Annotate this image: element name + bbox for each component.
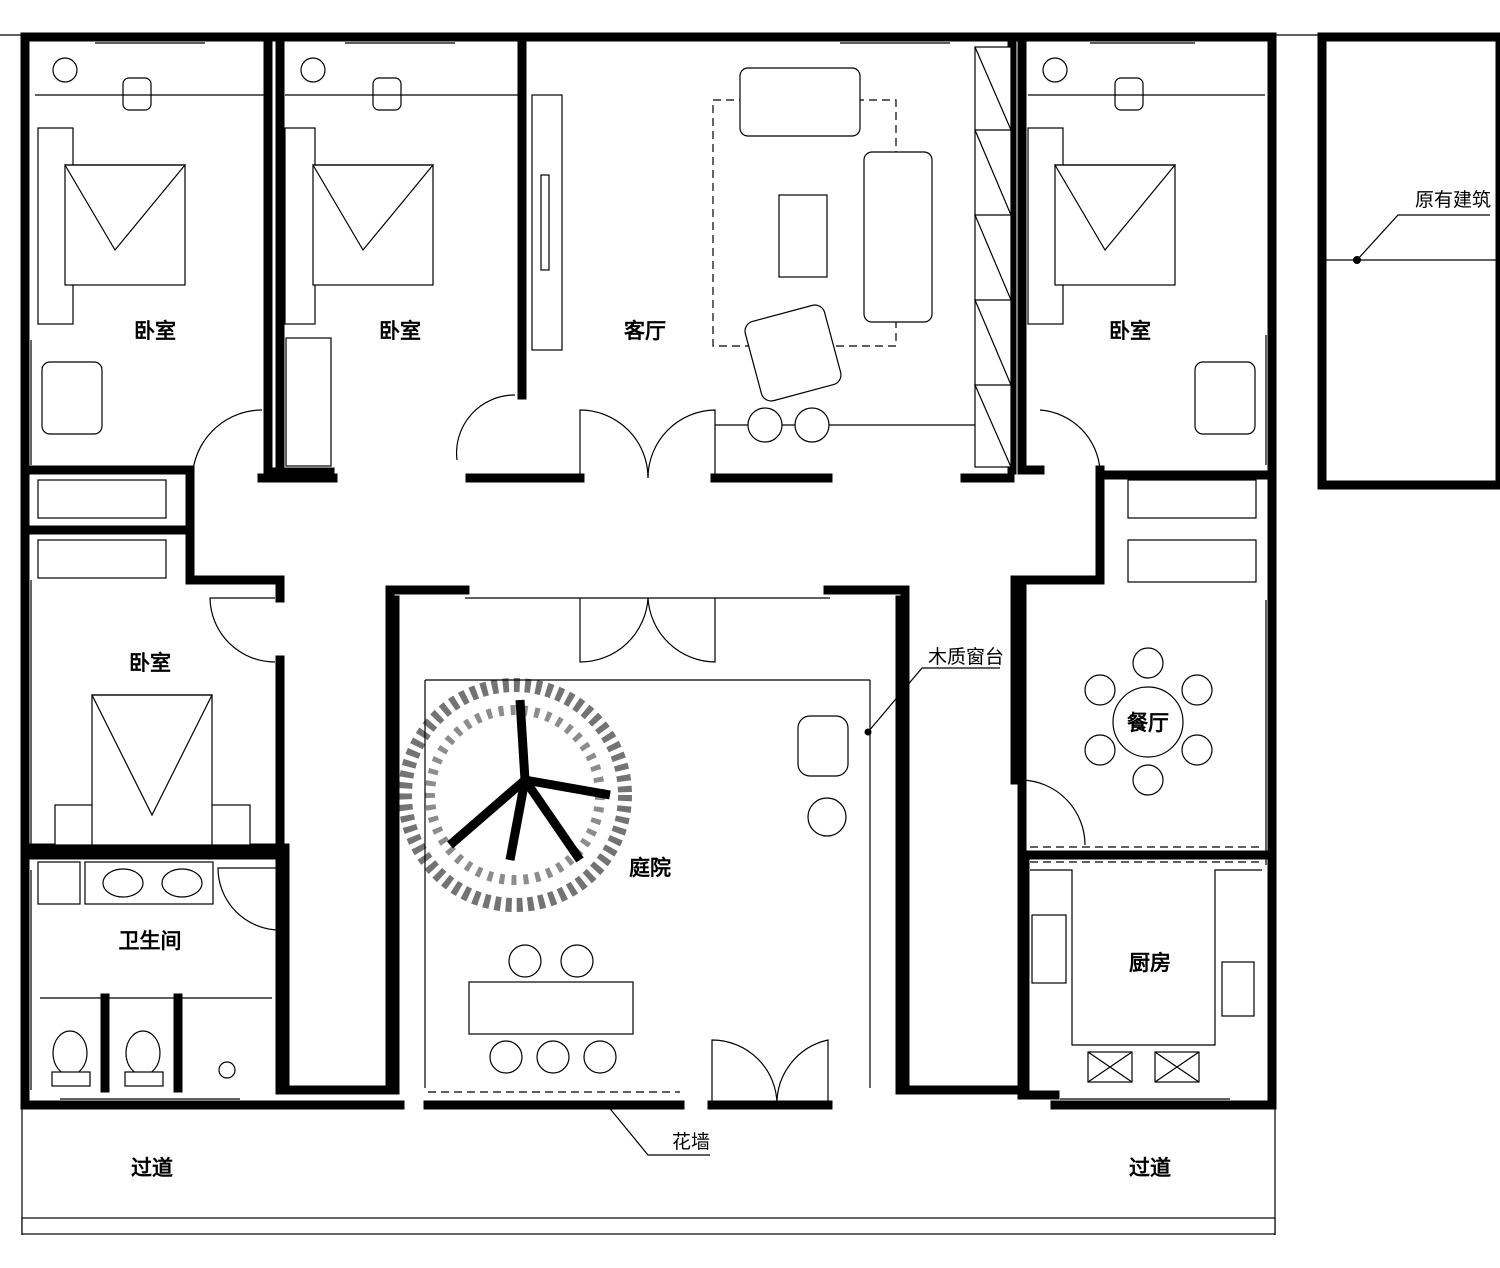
label-bedroom-1: 卧室 <box>134 319 176 343</box>
label-wooden-window-sill: 木质窗台 <box>928 646 1004 668</box>
label-bedroom-2: 卧室 <box>379 319 421 343</box>
site-lines <box>0 34 1500 1235</box>
label-flower-wall: 花墙 <box>672 1131 710 1153</box>
label-dining-room: 餐厅 <box>1127 711 1169 735</box>
label-passage-right: 过道 <box>1129 1156 1171 1180</box>
room-labels: 卧室 卧室 客厅 卧室 卧室 卫生间 庭院 餐厅 厨房 过道 过道 原有建筑 木… <box>119 189 1492 1180</box>
label-kitchen: 厨房 <box>1129 951 1171 975</box>
label-passage-left: 过道 <box>131 1156 173 1180</box>
leader-lines <box>603 214 1500 1156</box>
tree-icon <box>398 678 632 912</box>
label-courtyard: 庭院 <box>629 856 671 880</box>
label-existing-building: 原有建筑 <box>1415 189 1491 211</box>
furniture <box>35 46 1265 1093</box>
doors <box>192 394 1101 1106</box>
walls <box>20 32 1500 1110</box>
label-bedroom-4: 卧室 <box>129 651 171 675</box>
window-lines <box>30 42 1267 1105</box>
label-bedroom-3: 卧室 <box>1109 319 1151 343</box>
label-bathroom: 卫生间 <box>119 929 182 953</box>
label-living-room: 客厅 <box>624 319 666 343</box>
